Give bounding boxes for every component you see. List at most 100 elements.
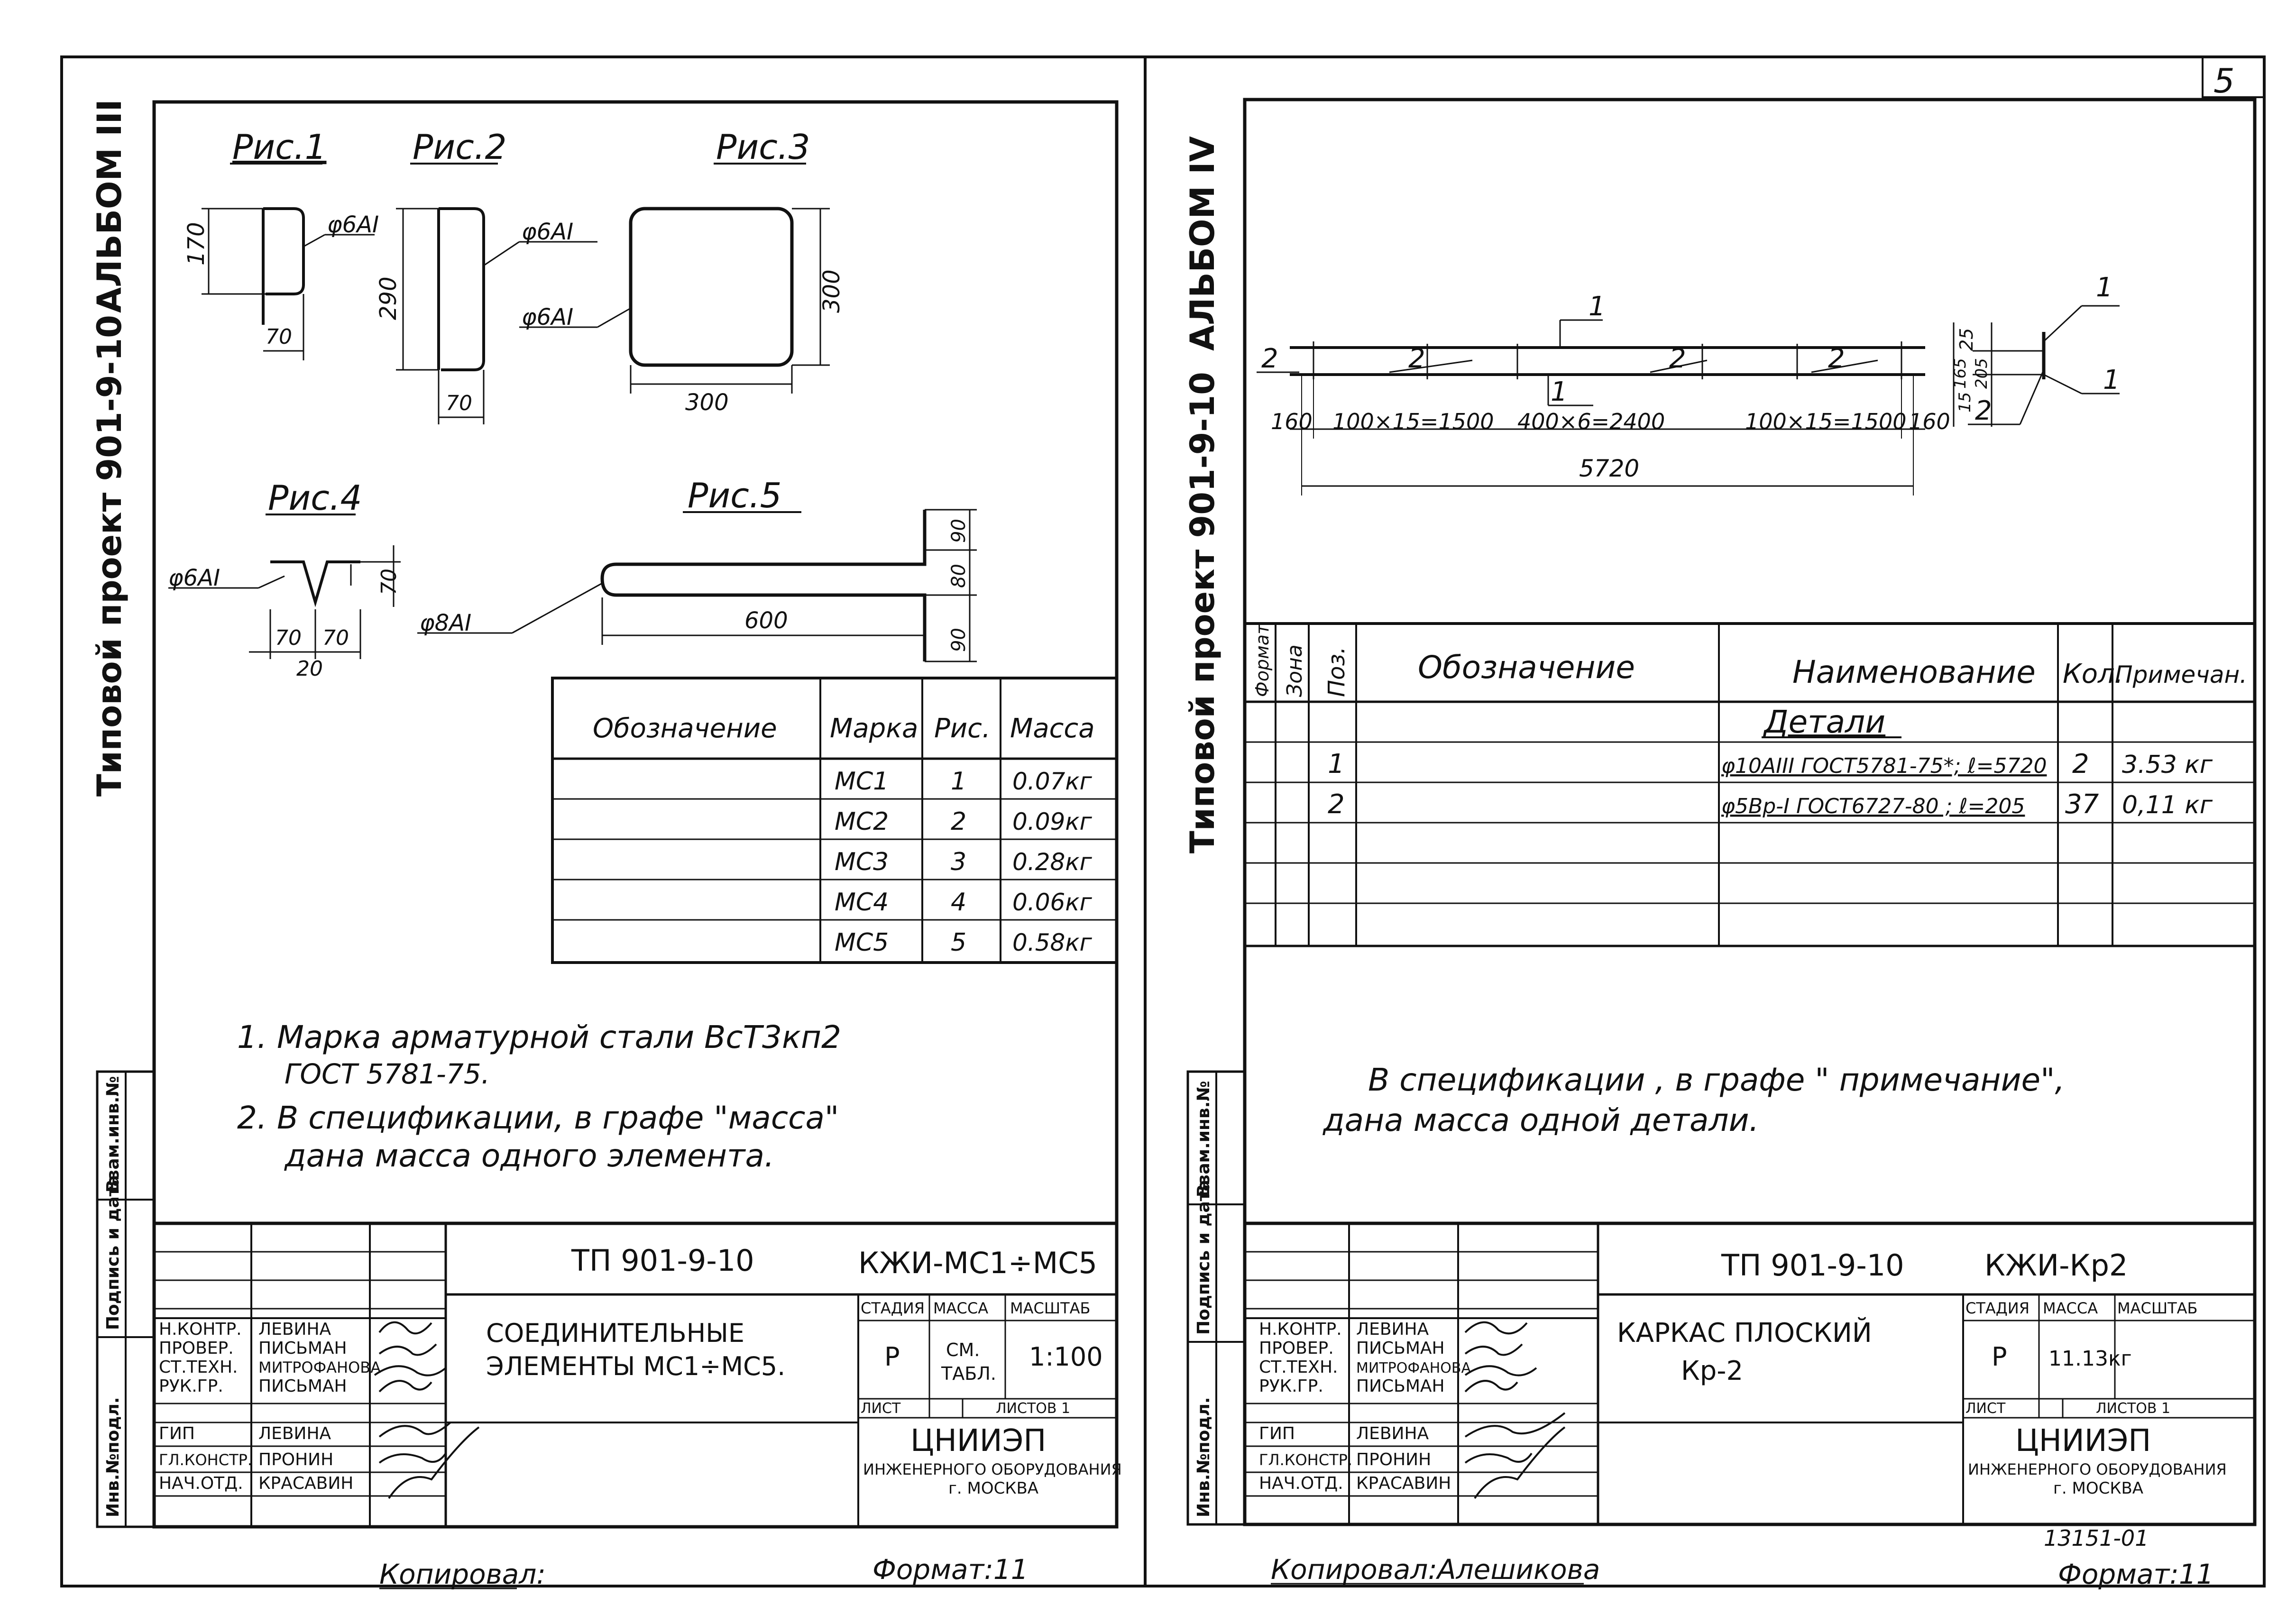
left-stamp-name-3: МИТРОФАНОВА	[258, 1358, 381, 1376]
fig5-dim-90-b: 90	[948, 628, 970, 652]
left-stamp-scale-label: МАСШТАБ	[1010, 1299, 1090, 1317]
fig4-title: Рис.4	[268, 478, 362, 518]
dim-160-left: 160	[1271, 409, 1313, 434]
fig2-rebar: φ6АI	[522, 219, 573, 245]
right-stamp: ТП 901-9-10 КЖИ-Кр2 КАРКАС ПЛОСКИЙ Кр-2 …	[1245, 1221, 2255, 1524]
left-stamp-role-1: Н.КОНТР.	[159, 1320, 242, 1339]
page-number: 5	[2213, 62, 2235, 101]
right-stamp-title-1: КАРКАС ПЛОСКИЙ	[1617, 1317, 1872, 1349]
mass-row2-fig: 2	[951, 807, 966, 836]
left-note-2: 2. В спецификации, в графе "масса"	[237, 1100, 839, 1136]
right-album-label: АЛЬБОМ IV	[1183, 136, 1222, 351]
right-outer-frame	[1144, 55, 2266, 1587]
left-stamp-name-6: ПРОНИН	[258, 1450, 333, 1469]
mass-row3-fig: 3	[951, 848, 966, 876]
right-stamp-name-5: ЛЕВИНА	[1356, 1424, 1429, 1443]
fig2-dim-70: 70	[446, 391, 472, 415]
spec-row1-name: φ10АIII ГОСТ5781-75*; ℓ=5720	[1721, 754, 2047, 778]
fig3-title: Рис.3	[716, 127, 810, 167]
right-stamp-role-2: ПРОВЕР.	[1259, 1339, 1334, 1358]
fig5-rebar: φ8АI	[420, 610, 471, 636]
left-stamp-mass-2: ТАБЛ.	[941, 1363, 996, 1384]
mass-row5-mass: 0.58кг	[1012, 929, 1093, 956]
fig4-dim-70-a: 70	[275, 626, 302, 650]
fig3-dim-300-h: 300	[685, 389, 729, 416]
left-stamp-title-2: ЭЛЕМЕНТЫ МС1÷МС5.	[486, 1351, 785, 1381]
left-stamp-project-code: ТП 901-9-10	[571, 1243, 754, 1278]
fig3-rebar: φ6АI	[522, 304, 573, 330]
mass-table-header-mass: Масса	[1010, 713, 1095, 744]
left-stamp-name-2: ПИСЬМАН	[258, 1339, 347, 1358]
left-stamp-mass-1: СМ.	[946, 1340, 980, 1360]
dim-1500-right: 100×15=1500	[1745, 409, 1907, 434]
spec-row1-pos: 1	[1328, 749, 1345, 780]
right-inner-frame	[1243, 98, 2257, 1526]
right-stamp-role-6: ГЛ.КОНСТР.	[1259, 1451, 1352, 1469]
right-stamp-role-7: НАЧ.ОТД.	[1259, 1474, 1343, 1493]
figure-2: Рис.2 290 70 φ6АI	[375, 127, 597, 424]
right-stamp-scale-label: МАСШТАБ	[2117, 1299, 2197, 1317]
dim-165: 165	[1951, 358, 1970, 389]
figure-4: Рис.4 70 70 70 20 φ6АI	[168, 478, 401, 681]
fig5-dim-600: 600	[744, 607, 788, 634]
mass-row5-fig: 5	[951, 928, 966, 957]
left-side-strip: Инв.№подл. Подпись и дата Взам.инв.№	[96, 1070, 156, 1528]
fig4-dim-20: 20	[296, 657, 323, 681]
mass-row5-mark: МС5	[835, 928, 889, 957]
left-side-label-3: Взам.инв.№	[103, 1076, 123, 1193]
right-stamp-doc-code: КЖИ-Кр2	[1984, 1248, 2128, 1283]
fig5-dim-80: 80	[948, 564, 970, 588]
left-stamp-role-4: РУК.ГР.	[159, 1376, 223, 1396]
left-stamp-org-2: ИНЖЕНЕРНОГО ОБОРУДОВАНИЯ	[863, 1460, 1122, 1478]
left-stamp-name-7: КРАСАВИН	[258, 1474, 353, 1493]
right-stamp-name-4: ПИСЬМАН	[1356, 1376, 1445, 1396]
section-pos-1-top: 1	[2096, 272, 2113, 303]
left-stamp-org: ЦНИИЭП	[910, 1423, 1046, 1459]
pos-label-1-top: 1	[1589, 291, 1606, 322]
right-stamp-org-3: г. МОСКВА	[2053, 1479, 2143, 1498]
right-signatures	[1464, 1321, 1566, 1499]
figure-5: Рис.5 600 90 80 90 φ8АI	[417, 476, 977, 662]
right-note-2: дана масса одной детали.	[1322, 1102, 1759, 1138]
right-stamp-title-2: Кр-2	[1681, 1356, 1743, 1386]
left-stamp-name-1: ЛЕВИНА	[258, 1320, 331, 1339]
left-note-1: 1. Марка арматурной стали ВсТ3кп2	[237, 1019, 841, 1055]
dim-15: 15	[1956, 392, 1975, 413]
right-stamp-role-3: СТ.ТЕХН.	[1259, 1358, 1338, 1377]
right-stamp-org: ЦНИИЭП	[2015, 1423, 2151, 1459]
dim-2400: 400×6=2400	[1517, 409, 1665, 434]
mass-row1-mark: МС1	[835, 767, 889, 796]
fig1-dim-170: 170	[183, 222, 210, 266]
right-stamp-name-6: ПРОНИН	[1356, 1450, 1431, 1469]
spec-section-details: Детали	[1763, 704, 1885, 740]
spec-header-qty: Кол.	[2063, 659, 2123, 689]
right-project-label: Типовой проект 901-9-10	[1183, 372, 1222, 853]
mass-row1-mass: 0.07кг	[1012, 768, 1093, 795]
right-stamp-project-code: ТП 901-9-10	[1721, 1248, 1904, 1283]
spec-row1-note: 3.53 кг	[2122, 751, 2213, 779]
spec-header-note: Примечан.	[2115, 661, 2247, 688]
fig1-rebar: φ6АI	[327, 211, 379, 238]
left-stamp-role-7: НАЧ.ОТД.	[159, 1474, 243, 1493]
left-note-1b: ГОСТ 5781-75.	[285, 1058, 490, 1090]
right-stamp-stage: Р	[1992, 1342, 2007, 1372]
left-stamp-doc-code: КЖИ-МС1÷МС5	[858, 1246, 1097, 1280]
dim-25: 25	[1956, 328, 1977, 351]
spec-row2-qty: 37	[2065, 789, 2099, 820]
spec-header-pos: Поз.	[1323, 647, 1350, 697]
right-stamp-org-2: ИНЖЕНЕРНОГО ОБОРУДОВАНИЯ	[1968, 1460, 2227, 1478]
left-signatures	[374, 1321, 480, 1499]
left-stamp-name-5: ЛЕВИНА	[258, 1424, 331, 1443]
right-stamp-name-1: ЛЕВИНА	[1356, 1320, 1429, 1339]
left-copied: Копировал:	[379, 1558, 546, 1590]
fig1-title: Рис.1	[232, 127, 327, 167]
dim-205: 205	[1972, 358, 1991, 389]
left-note-2b: дана масса одного элемента.	[284, 1138, 774, 1174]
spec-header-name: Наименование	[1792, 654, 2036, 690]
left-project-label: Типовой проект 901-9-10	[90, 315, 129, 797]
figure-1: Рис.1 170 70 φ6АI	[183, 127, 379, 360]
right-inv-number: 13151-01	[2044, 1525, 2149, 1551]
right-note-1: В спецификации , в графе " примечание",	[1368, 1062, 2065, 1098]
left-stamp-scale: 1:100	[1029, 1342, 1103, 1372]
